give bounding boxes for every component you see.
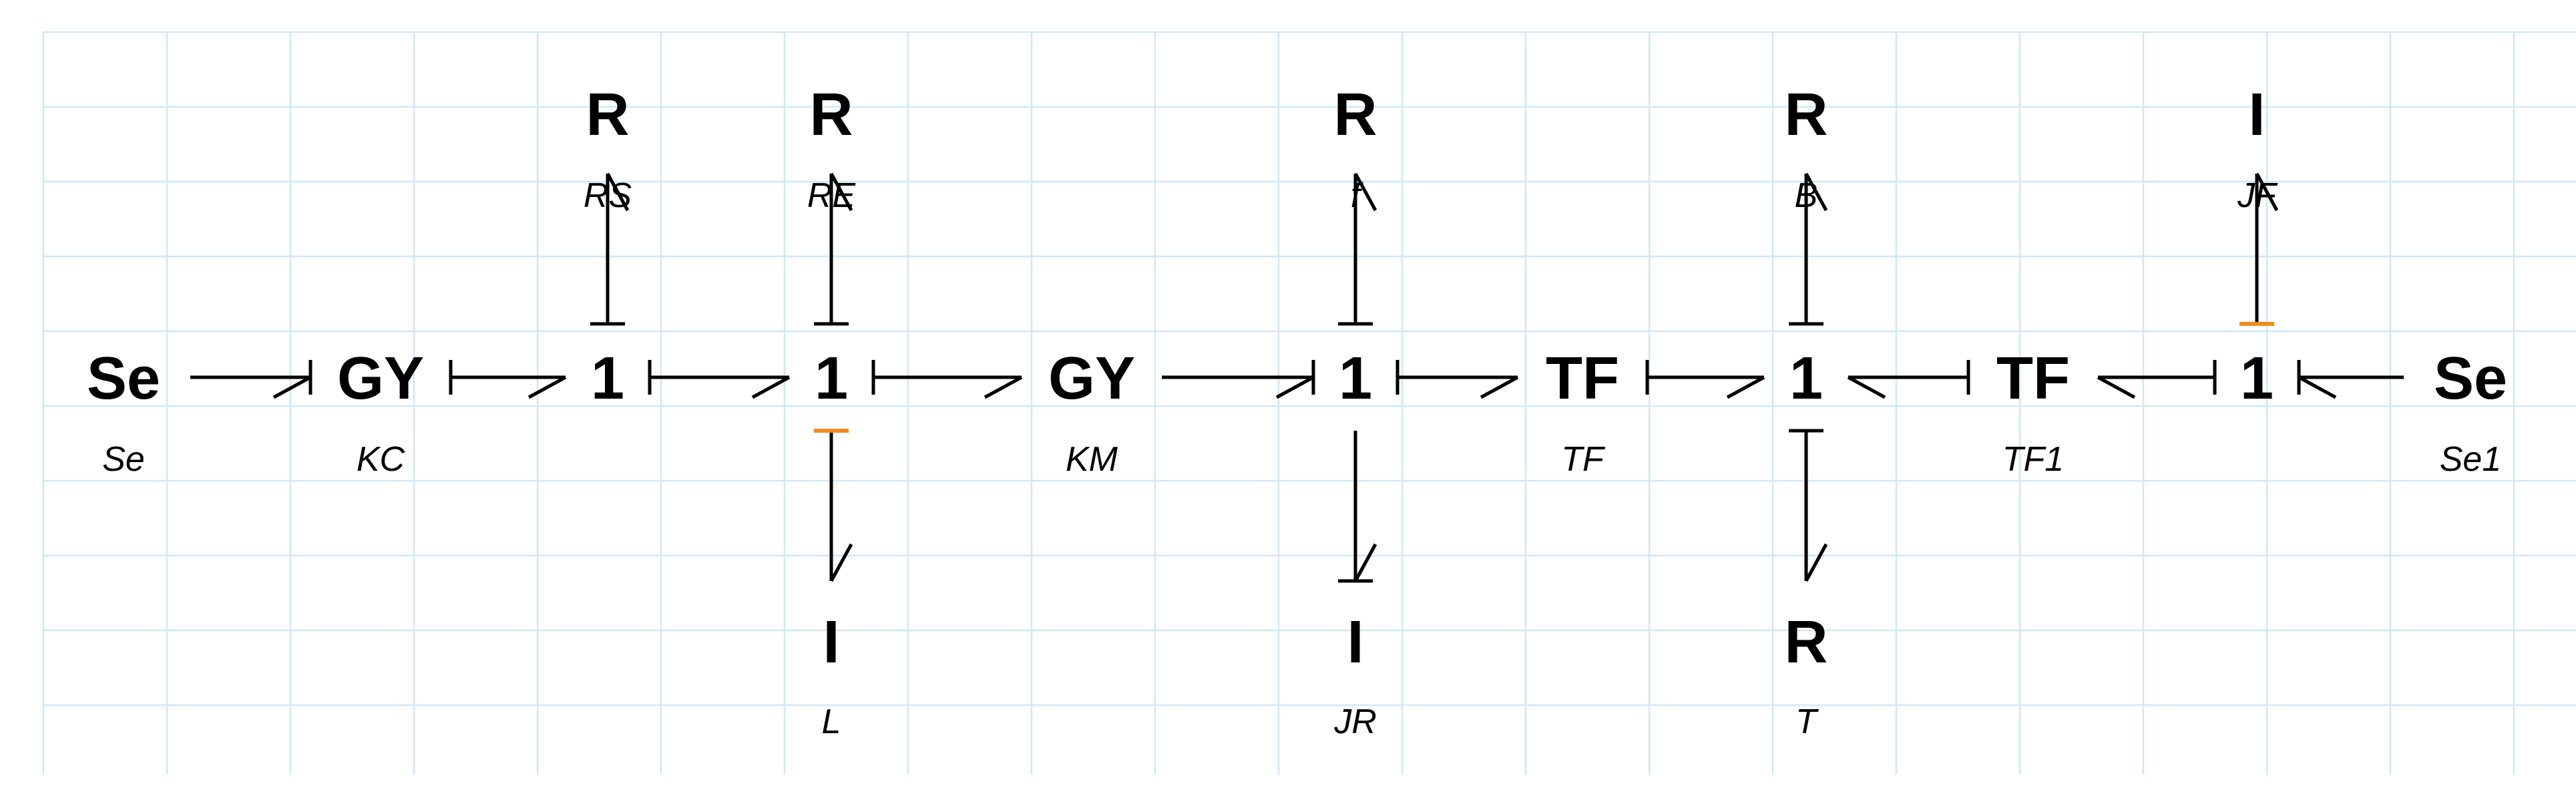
node-label: 1: [1339, 345, 1372, 412]
bond-half-arrow: [751, 375, 791, 399]
bonds-layer: [190, 172, 2404, 583]
node-i-jr[interactable]: I JR: [1333, 609, 1377, 741]
node-label: 1: [591, 345, 624, 412]
bond[interactable]: [1645, 360, 1765, 399]
bond[interactable]: [590, 172, 630, 326]
node-label: R: [1785, 609, 1828, 676]
node-label: GY: [1048, 345, 1135, 412]
background-grid: [42, 31, 2576, 775]
node-parameter: KM: [1066, 440, 1118, 479]
bond-half-arrow: [1804, 543, 1828, 582]
node-label: R: [586, 81, 630, 148]
node-j1-d[interactable]: 1: [1789, 345, 1823, 412]
node-tf-tf1[interactable]: TF TF1: [1996, 345, 2070, 479]
bond[interactable]: [1789, 429, 1828, 582]
node-r-t[interactable]: RT: [1785, 609, 1828, 741]
node-parameter: RS: [584, 176, 632, 215]
node-label: GY: [337, 345, 424, 412]
node-parameter: B: [1795, 176, 1818, 215]
node-parameter: f: [1351, 176, 1363, 215]
node-j1-c[interactable]: 1: [1339, 345, 1372, 412]
bond-half-arrow: [1847, 375, 1886, 399]
node-label: I: [2248, 81, 2265, 148]
bond[interactable]: [1396, 360, 1519, 399]
node-i-jf[interactable]: I JF: [2237, 81, 2278, 215]
bond-half-arrow: [2255, 172, 2279, 212]
bond[interactable]: [1789, 172, 1828, 326]
bond[interactable]: [2097, 360, 2217, 399]
node-label: R: [1334, 81, 1377, 148]
bond[interactable]: [1847, 360, 1970, 399]
node-parameter: L: [822, 702, 841, 741]
bond[interactable]: [1338, 172, 1377, 326]
bond[interactable]: [871, 360, 1023, 399]
node-parameter: Se: [102, 440, 145, 479]
node-label: R: [1785, 81, 1828, 148]
node-r-rs[interactable]: R RS: [584, 81, 632, 215]
bond[interactable]: [2297, 360, 2404, 399]
bond[interactable]: [814, 172, 853, 326]
node-parameter: TF1: [2002, 440, 2064, 479]
node-label: TF: [1996, 345, 2070, 412]
bond-half-arrow: [1353, 543, 1377, 582]
node-tf-tf[interactable]: TF TF: [1546, 345, 1619, 479]
node-parameter: KC: [357, 440, 405, 479]
node-parameter: JR: [1333, 702, 1377, 741]
node-label: 1: [1789, 345, 1823, 412]
node-j1-b[interactable]: 1: [815, 345, 848, 412]
bond[interactable]: [1162, 360, 1315, 399]
bond-half-arrow: [2097, 375, 2136, 399]
node-label: R: [810, 81, 853, 148]
node-label: Se: [87, 345, 160, 412]
bond-half-arrow: [527, 375, 567, 399]
bond-half-arrow: [984, 375, 1023, 399]
node-parameter: T: [1795, 702, 1819, 741]
bond[interactable]: [2239, 172, 2279, 326]
node-parameter: RE: [807, 176, 857, 215]
node-label: I: [1347, 609, 1363, 676]
bond-half-arrow: [606, 172, 630, 212]
node-parameter: Se1: [2440, 440, 2502, 479]
bond-half-arrow: [1804, 172, 1828, 212]
bond-half-arrow: [1353, 172, 1377, 212]
node-gy-km[interactable]: GY KM: [1048, 345, 1135, 479]
node-label: 1: [815, 345, 848, 412]
bond-half-arrow: [829, 172, 853, 212]
bond-half-arrow: [1726, 375, 1765, 399]
node-parameter: TF: [1561, 440, 1606, 479]
bond-half-arrow: [1275, 375, 1315, 399]
bond[interactable]: [648, 360, 791, 399]
node-r-b[interactable]: RB: [1785, 81, 1828, 215]
node-i-l[interactable]: IL: [822, 609, 841, 741]
bond[interactable]: [814, 429, 853, 582]
node-gy-kc[interactable]: GY KC: [337, 345, 424, 479]
bond-half-arrow: [829, 543, 853, 582]
node-r-f[interactable]: Rf: [1334, 81, 1377, 215]
node-label: Se: [2434, 345, 2507, 412]
nodes-layer: SeSeGYKC1RRS1RREILGYKM1RfIJRTFTF1RBRTTFT…: [87, 81, 2507, 741]
bond-half-arrow: [2298, 375, 2337, 399]
node-j1-e[interactable]: 1: [2240, 345, 2274, 412]
bond-half-arrow: [1480, 375, 1519, 399]
bond[interactable]: [190, 360, 312, 399]
node-label: I: [823, 609, 839, 676]
node-r-re[interactable]: R RE: [807, 81, 857, 215]
bond[interactable]: [1338, 431, 1377, 583]
bond-half-arrow: [272, 375, 312, 399]
node-parameter: JF: [2237, 176, 2278, 215]
node-j1-a[interactable]: 1: [591, 345, 624, 412]
node-label: 1: [2240, 345, 2274, 412]
node-label: TF: [1546, 345, 1619, 412]
bond[interactable]: [449, 360, 567, 399]
